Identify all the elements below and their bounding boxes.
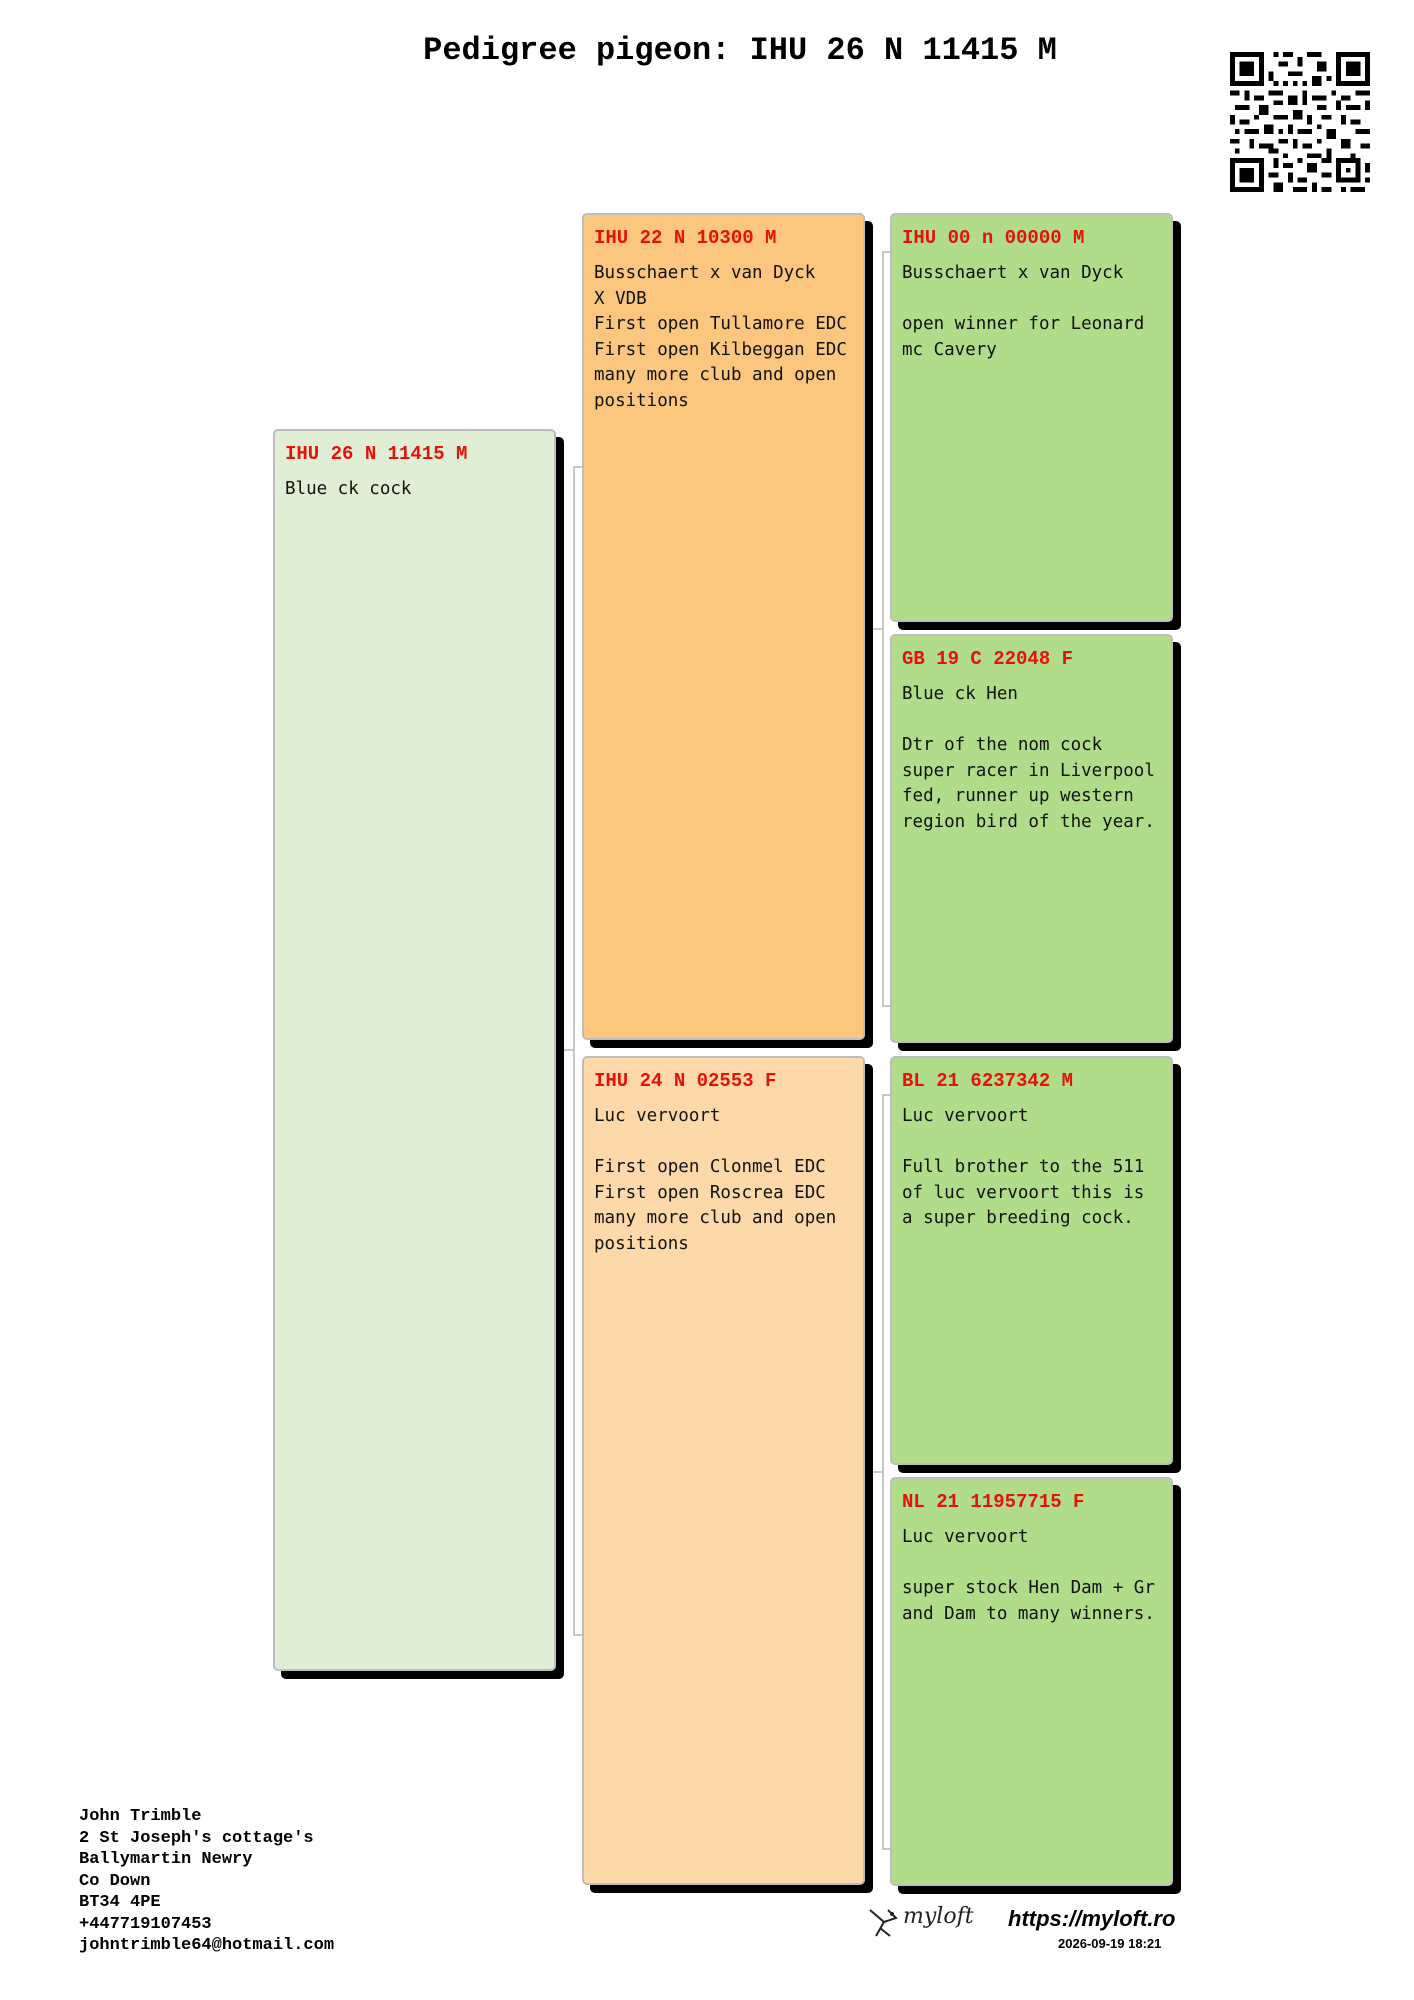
pigeon-description: Blue ck cock (285, 479, 412, 499)
ring-number: IHU 26 N 11415 M (285, 443, 468, 465)
pigeon-description: Busschaert x van Dyck X VDB First open T… (594, 263, 847, 411)
owner-phone: +447719107453 (79, 1914, 212, 1934)
pigeon-description: Luc vervoort First open Clonmel EDC Firs… (594, 1106, 837, 1254)
connector-line (573, 1634, 584, 1636)
connector-line (873, 1471, 884, 1473)
pigeon-logo-icon (869, 1909, 898, 1937)
connector-line (882, 1848, 892, 1850)
connector-line (573, 466, 584, 468)
owner-postcode: BT34 4PE (79, 1893, 161, 1912)
owner-email: johntrimble64@hotmail.com (79, 1936, 335, 1955)
pigeon-card-dam[interactable]: IHU 24 N 02553 F Luc vervoort First open… (582, 1056, 865, 1885)
ring-number: GB 19 C 22048 F (902, 648, 1074, 670)
connector-line (564, 1049, 575, 1051)
owner-name: John Trimble (79, 1807, 202, 1826)
ring-number: BL 21 6237342 M (902, 1070, 1074, 1092)
ring-number: NL 21 11957715 F (902, 1491, 1085, 1513)
print-timestamp: 2026-09-19 18:21 (1058, 1936, 1162, 1951)
ring-number: IHU 00 n 00000 M (902, 227, 1085, 249)
brand-logo-text: myloft (903, 1904, 974, 1929)
pigeon-card-root[interactable]: IHU 26 N 11415 M Blue ck cock (273, 429, 556, 1671)
pigeon-card-sire-dam[interactable]: GB 19 C 22048 F Blue ck Hen Dtr of the n… (890, 634, 1173, 1043)
connector-line (573, 466, 575, 1636)
connector-line (882, 1005, 892, 1007)
pigeon-description: Busschaert x van Dyck open winner for Le… (902, 263, 1145, 360)
pigeon-description: Luc vervoort Full brother to the 511 of … (902, 1106, 1145, 1228)
pigeon-card-sire-sire[interactable]: IHU 00 n 00000 M Busschaert x van Dyck o… (890, 213, 1173, 622)
page-title: Pedigree pigeon: IHU 26 N 11415 M (423, 32, 1057, 69)
pigeon-card-dam-dam[interactable]: NL 21 11957715 F Luc vervoort super stoc… (890, 1477, 1173, 1886)
ring-number: IHU 24 N 02553 F (594, 1070, 777, 1092)
owner-address-line: Ballymartin Newry (79, 1850, 253, 1869)
owner-address-line: 2 St Joseph's cottage's (79, 1828, 314, 1848)
pigeon-description: Blue ck Hen Dtr of the nom cock super ra… (902, 684, 1155, 832)
website-link[interactable]: https://myloft.ro (1008, 1906, 1176, 1931)
pigeon-description: Luc vervoort super stock Hen Dam + Gr an… (902, 1527, 1155, 1624)
owner-contact: John Trimble 2 St Joseph's cottage's Bal… (79, 1806, 334, 1957)
pigeon-card-sire[interactable]: IHU 22 N 10300 M Busschaert x van Dyck X… (582, 213, 865, 1040)
connector-line (882, 1094, 892, 1096)
owner-county: Co Down (79, 1871, 151, 1891)
connector-line (882, 251, 892, 253)
connector-line (873, 628, 884, 630)
qr-code-icon (1230, 52, 1370, 192)
pigeon-card-dam-sire[interactable]: BL 21 6237342 M Luc vervoort Full brothe… (890, 1056, 1173, 1465)
ring-number: IHU 22 N 10300 M (594, 227, 777, 249)
